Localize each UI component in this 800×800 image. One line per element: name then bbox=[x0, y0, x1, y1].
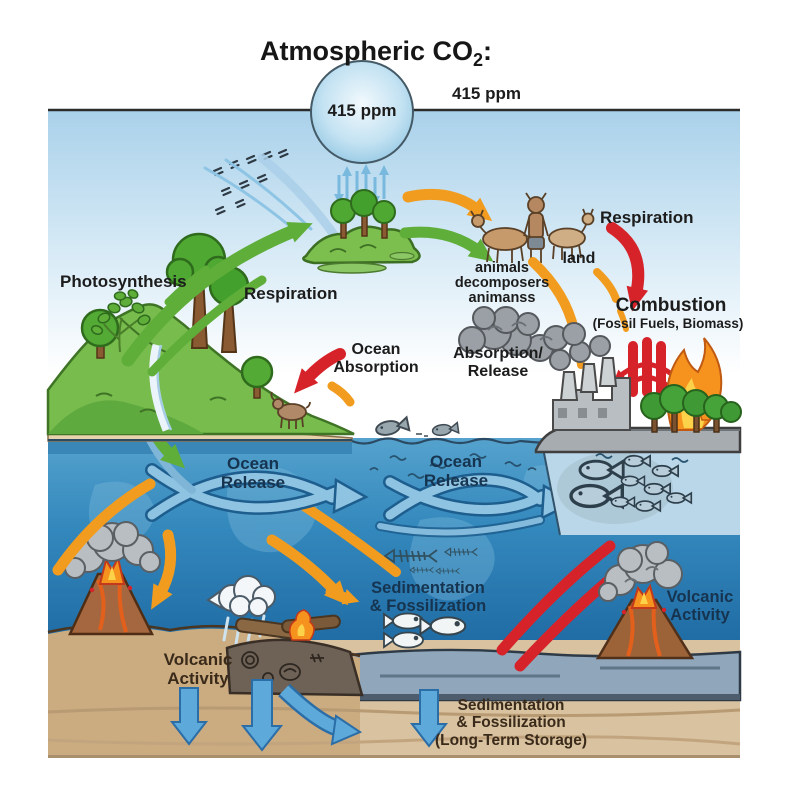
label-absorption-release: Absorption/ Release bbox=[453, 345, 543, 380]
island-to-land-arrows bbox=[399, 188, 494, 262]
water-surface bbox=[48, 437, 545, 445]
burning-forest-icon bbox=[640, 337, 742, 433]
label-volcanic-activity-right: Volcanic Activity bbox=[666, 588, 734, 625]
smoke-cloud-icon bbox=[598, 541, 683, 602]
deep-fish-icons bbox=[383, 612, 467, 649]
seabed bbox=[47, 623, 742, 758]
title-subscript: 2 bbox=[473, 50, 484, 70]
deep-orange-arrows bbox=[52, 478, 401, 610]
label-respiration-left: Respiration bbox=[244, 284, 338, 303]
label-ocean-release-mid: Ocean Release bbox=[423, 452, 489, 491]
volcano-right-icon bbox=[595, 541, 695, 660]
co2-side-value: 415 ppm bbox=[452, 84, 521, 103]
label-photosynthesis: Photosynthesis bbox=[60, 272, 187, 291]
label-ocean-release-left: Ocean Release bbox=[220, 454, 286, 493]
burial-blue-arrows bbox=[169, 679, 449, 752]
island-trees-icon bbox=[330, 189, 396, 239]
left-landscape bbox=[46, 232, 355, 442]
ocean-absorption-arrow bbox=[294, 348, 355, 407]
plant-leaves-icon bbox=[90, 289, 151, 353]
title-colon: : bbox=[483, 36, 493, 66]
animals-icon bbox=[470, 192, 595, 264]
underwater-cloud-icon bbox=[206, 575, 276, 646]
fish-skeleton-icons bbox=[383, 547, 478, 575]
industrial-land bbox=[458, 306, 742, 454]
co2-bubble-value: 415 ppm bbox=[327, 101, 397, 120]
photosynthesis-arrows bbox=[121, 222, 313, 377]
goat-icon bbox=[270, 391, 311, 429]
person-icon bbox=[523, 192, 549, 263]
factory-smoke-icon bbox=[458, 306, 611, 371]
trees-on-fire bbox=[640, 384, 742, 433]
jumping-fish-icons bbox=[373, 416, 460, 438]
label-animals-group: animals decomposers animanss bbox=[454, 260, 550, 307]
fossil-icons bbox=[241, 651, 324, 684]
factory-icon bbox=[552, 357, 631, 431]
burning-log-icon bbox=[235, 609, 341, 641]
co2-bubble bbox=[310, 60, 414, 164]
label-combustion-title: Combustion bbox=[615, 295, 727, 316]
title-text: Atmospheric CO bbox=[259, 36, 474, 66]
label-respiration-right: Respiration bbox=[600, 208, 694, 227]
page-title: Atmospheric CO2: bbox=[226, 36, 526, 71]
label-volcanic-activity-left: Volcanic Activity bbox=[163, 650, 233, 689]
label-sedimentation-bottom: Sedimentation & Fossilization (Long-Term… bbox=[434, 697, 588, 749]
label-land: land bbox=[562, 250, 596, 267]
volcano-left-icon bbox=[64, 521, 161, 636]
label-sedimentation-mid: Sedimentation & Fossilization bbox=[369, 579, 487, 616]
ocean-release-current-arrows bbox=[145, 463, 577, 538]
label-combustion-subtitle: (Fossil Fuels, Biomass) bbox=[592, 316, 744, 331]
label-ocean-absorption: Ocean Absorption bbox=[333, 341, 419, 376]
fish-school-panel bbox=[542, 447, 740, 536]
waterfall bbox=[149, 343, 172, 432]
